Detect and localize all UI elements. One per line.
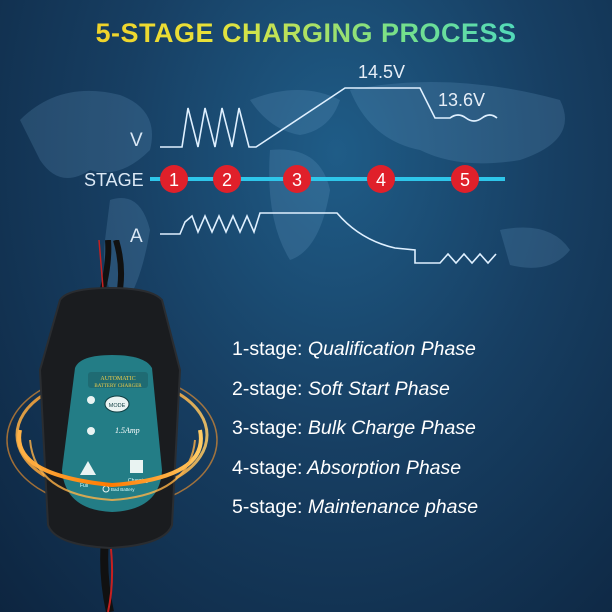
stage-item-3: 3-stage: Bulk Charge Phase — [232, 417, 476, 439]
stage-axis-label: STAGE — [84, 170, 144, 190]
stage-dot-label: 5 — [460, 170, 470, 190]
mode-button[interactable] — [104, 395, 130, 413]
stage-dot-label: 2 — [222, 170, 232, 190]
stage-dot-label: 4 — [376, 170, 386, 190]
stage-dot-1: 1 — [160, 165, 188, 193]
stage-item-1: 1-stage: Qualification Phase — [232, 338, 476, 360]
bad-battery-label: Bad Battery — [111, 487, 135, 492]
current-curve — [160, 212, 497, 265]
stage-dot-4: 4 — [367, 165, 395, 193]
page-title: 5-STAGE CHARGING PROCESS — [0, 18, 612, 49]
charger-device: AUTOMATIC BATTERY CHARGER MODE 1.5Amp Fu… — [6, 240, 218, 612]
stage-dot-2: 2 — [213, 165, 241, 193]
stage-item-2: 2-stage: Soft Start Phase — [232, 377, 450, 400]
stage-dot-5: 5 — [451, 165, 479, 193]
stage-list: 1-stage: Qualification Phase 2-stage: So… — [232, 336, 602, 534]
voltage-high-label: 14.5V — [358, 62, 406, 82]
battery-icon — [130, 460, 143, 473]
current-axis-label: A — [130, 226, 143, 247]
full-label: Full — [80, 483, 88, 489]
rating-label: 1.5Amp — [115, 426, 140, 435]
led-icon — [87, 396, 95, 404]
voltage-curve — [160, 87, 498, 148]
charging-graph: 1 2 3 4 5 — [150, 87, 505, 265]
stage-item-5: 5-stage: Maintenance phase — [232, 496, 479, 518]
stage-item-4: 4-stage: Absorption Phase — [232, 456, 462, 479]
led-icon — [87, 427, 95, 435]
mode-button-label: MODE — [109, 403, 126, 409]
device-header-line2: BATTERY CHARGER — [94, 384, 142, 389]
stage-dot-3: 3 — [283, 165, 311, 193]
device-header-line1: AUTOMATIC — [100, 376, 135, 382]
voltage-float-label: 13.6V — [438, 90, 486, 110]
voltage-axis-label: V — [130, 130, 143, 151]
warning-icon — [80, 461, 96, 475]
stage-dot-label: 3 — [292, 170, 302, 190]
stage-dot-label: 1 — [169, 170, 179, 190]
